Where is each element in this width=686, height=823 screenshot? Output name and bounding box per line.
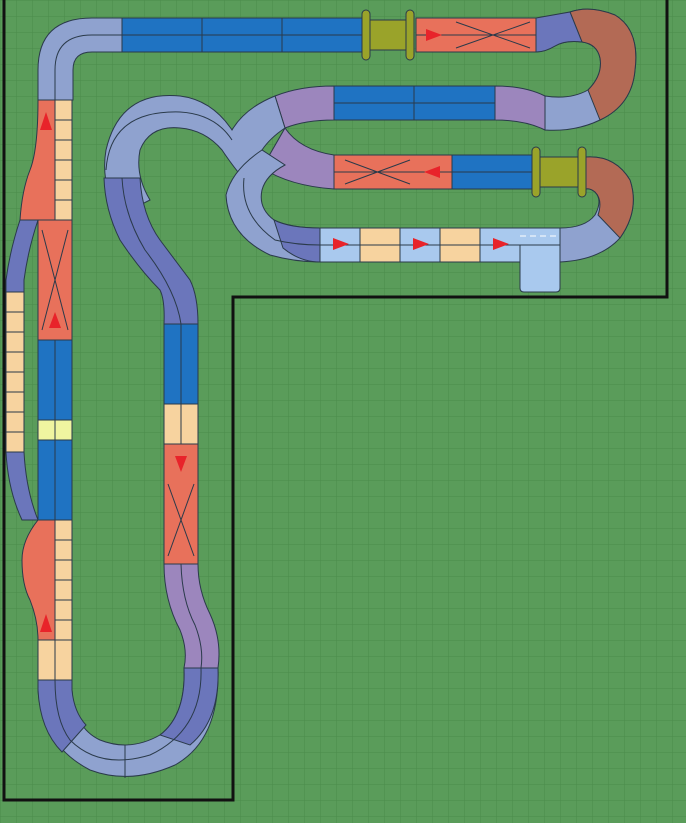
left-column — [19, 99, 73, 681]
track-crossing-icon[interactable] — [21, 519, 73, 641]
table-boundary — [2, 0, 669, 802]
track — [5, 8, 637, 778]
track-curve-purple[interactable] — [494, 85, 546, 131]
track-crossing-icon[interactable] — [415, 17, 537, 53]
direction-arrow-icon — [333, 238, 349, 250]
direction-arrow-icon — [413, 238, 429, 250]
direction-arrow-icon — [40, 614, 52, 632]
track-crossing-icon[interactable] — [37, 219, 73, 341]
track-crossing-icon[interactable] — [333, 154, 453, 190]
direction-arrow-icon — [424, 166, 440, 178]
track-terminal-stub[interactable] — [519, 244, 561, 293]
direction-arrow-icon — [426, 29, 442, 41]
direction-arrow-icon — [49, 312, 61, 328]
track-bridge-icon[interactable] — [531, 146, 587, 198]
track-curve-bypass[interactable] — [5, 451, 39, 521]
direction-arrow-icon — [175, 456, 187, 472]
track-curve-inner-loop[interactable] — [104, 94, 286, 216]
direction-arrow-icon — [40, 112, 52, 130]
direction-arrow-icon — [493, 238, 509, 250]
track-crossing-icon[interactable] — [163, 443, 199, 565]
track-bridge-icon[interactable] — [361, 9, 415, 61]
